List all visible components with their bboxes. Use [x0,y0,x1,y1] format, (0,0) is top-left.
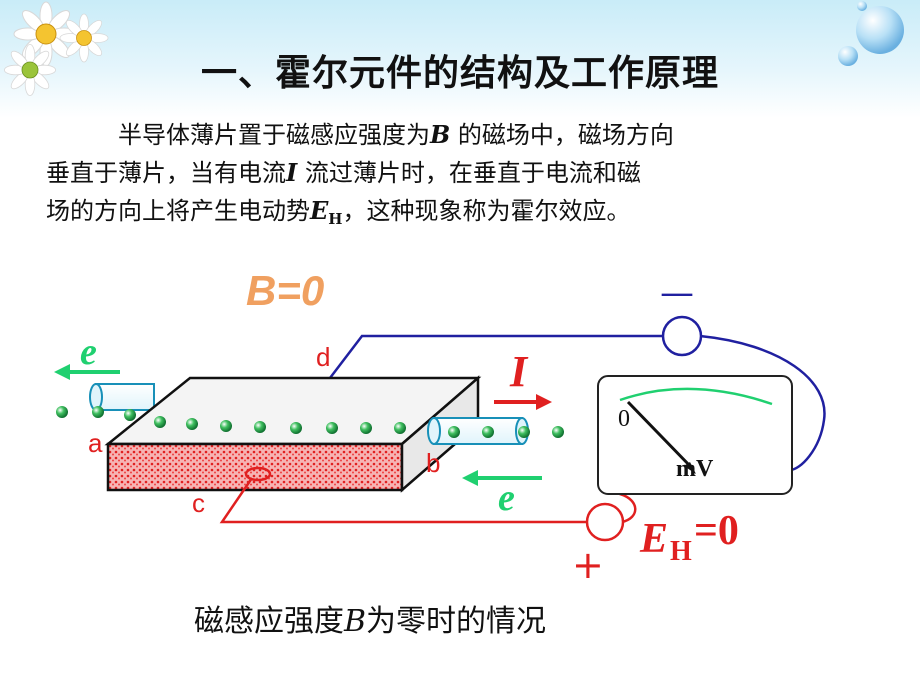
electron-flow-arrow-right [462,470,542,486]
text-run: 半导体薄片置于磁感应强度为 [118,121,430,149]
meter-scale-arc [619,387,773,406]
daisy-flower-icon [59,13,109,63]
text-run: 的磁场中，磁场方向 [450,121,674,149]
electron-dot [448,426,460,438]
meter-needle-tip [684,462,696,474]
electron-dot [360,422,372,434]
electron-dot [220,420,232,432]
electron-dot [482,426,494,438]
electron-dot [254,421,266,433]
current-arrow [494,394,552,410]
variable-b: B [430,120,451,149]
text-run: ，这种现象称为霍尔效应。 [342,197,631,225]
subscript-h: H [328,210,343,228]
paragraph-line-1: 半导体薄片置于磁感应强度为B 的磁场中，磁场方向 [46,116,876,154]
top-terminal [661,315,703,357]
caption-variable-b: B [343,604,367,639]
plus-sign: + [572,543,604,587]
corner-label-b: b [426,448,440,478]
corner-label-c: c [192,488,205,518]
minus-sign: — [660,273,694,313]
paragraph-line-2: 垂直于薄片，当有电流I 流过薄片时，在垂直于电流和磁 [46,154,876,192]
electron-label-left: e [80,331,97,373]
electron-label-right: e [498,477,515,519]
bubble-icon [838,1,904,66]
electron-dot [326,422,338,434]
text-run: 垂直于薄片，当有电流 [46,159,286,187]
right-electrode [433,417,523,445]
intro-paragraph: 半导体薄片置于磁感应强度为B 的磁场中，磁场方向 垂直于薄片，当有电流I 流过薄… [46,116,876,238]
emf-subscript: H [670,536,692,567]
field-strength-label: B=0 [246,267,324,314]
slide-title: 一、霍尔元件的结构及工作原理 [200,53,719,94]
emf-value: =0 [694,508,739,554]
electron-dot [154,416,166,428]
right-electrode-end [427,417,441,445]
electron-dot [394,422,406,434]
meter-unit: mV [676,456,714,482]
electron-dot [186,418,198,430]
electron-dot [56,406,68,418]
title-banner [0,0,920,118]
variable-i: I [286,158,298,187]
electron-dot [290,422,302,434]
left-electrode [95,383,155,411]
text-run: 场的方向上将产生电动势 [46,197,310,225]
electron-dot [518,426,530,438]
wire-bottom [219,477,588,524]
current-label: I [509,347,529,396]
corner-label-d: d [316,342,330,372]
electron-dot [552,426,564,438]
corner-label-a: a [88,428,103,458]
bottom-terminal [585,502,625,542]
text-run: 流过薄片时，在垂直于电流和磁 [297,159,641,187]
millivoltmeter [597,375,793,495]
meter-needle [626,400,694,470]
left-electrode-end [89,383,103,411]
emf-symbol: E [639,516,668,562]
caption-text: 为零时的情况 [366,604,547,639]
electron-row [56,406,564,438]
variable-e: E [310,196,329,225]
contact-c [244,466,272,482]
daisy-flower-icon [3,43,57,97]
electron-dot [124,409,136,421]
diagram-caption: 磁感应强度B为零时的情况 [0,596,740,640]
caption-text: 磁感应强度 [193,604,344,639]
paragraph-line-3: 场的方向上将产生电动势EH，这种现象称为霍尔效应。 [46,192,876,238]
meter-zero-mark: 0 [618,406,630,432]
wire-top-return [699,334,826,472]
wire-top [329,334,662,379]
electron-flow-arrow-left [54,364,120,380]
electron-dot [92,406,104,418]
